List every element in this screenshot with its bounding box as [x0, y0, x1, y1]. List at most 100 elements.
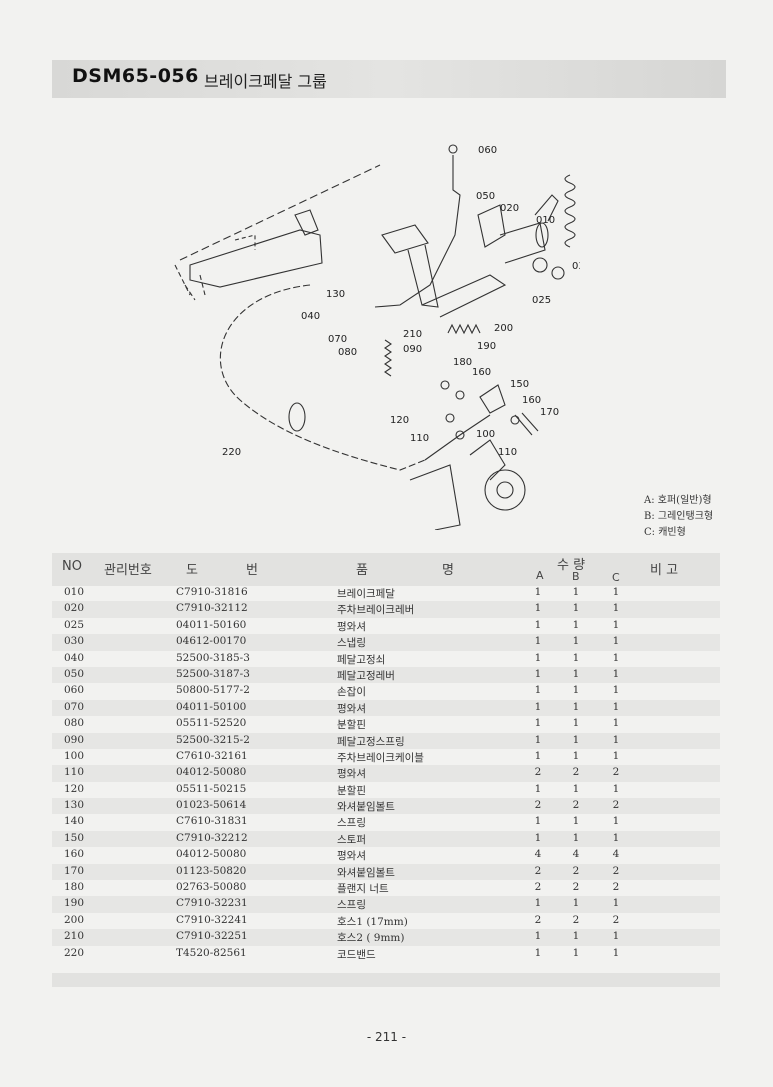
callout-130: 130	[326, 289, 345, 300]
row-no: 130	[64, 799, 85, 812]
row-part-name: 평와셔	[337, 620, 366, 633]
row-part-number: 05511-52520	[176, 717, 247, 730]
row-qty-c: 2	[612, 881, 620, 894]
row-no: 080	[64, 717, 85, 730]
parts-table-header: NO 관리번호 도 번 품 명 수 량 A B C 비 고	[52, 553, 720, 586]
row-part-name: 분할핀	[337, 719, 366, 732]
row-part-name: 스프링	[337, 817, 366, 830]
header-name-b: 명	[442, 563, 454, 578]
row-qty-b: 1	[572, 586, 580, 598]
row-no: 150	[64, 831, 85, 844]
callout-020: 020	[500, 203, 519, 214]
row-qty-a: 1	[534, 635, 542, 648]
row-qty-c: 1	[612, 815, 620, 828]
row-qty-c: 4	[612, 848, 620, 861]
row-part-number: 50800-5177-2	[176, 684, 250, 697]
row-no: 140	[64, 815, 85, 828]
row-qty-a: 1	[534, 733, 542, 746]
row-qty-a: 2	[534, 864, 542, 877]
row-qty-c: 1	[612, 831, 620, 844]
row-qty-c: 1	[612, 667, 620, 680]
row-part-number: 04012-50080	[176, 766, 247, 779]
row-no: 025	[64, 618, 85, 631]
row-part-name: 호스2 ( 9mm)	[337, 932, 405, 945]
row-part-number: C7910-32241	[176, 913, 248, 926]
row-qty-a: 2	[534, 799, 542, 812]
row-no: 170	[64, 864, 85, 877]
row-qty-b: 4	[572, 848, 580, 861]
row-qty-a: 1	[534, 815, 542, 828]
row-no: 160	[64, 848, 85, 861]
exploded-parts-diagram: 060 140 050 020 010 030 025 130 040 070 …	[174, 144, 580, 530]
row-qty-b: 1	[572, 717, 580, 730]
section-title: 브레이크페달 그룹	[204, 72, 327, 91]
row-qty-c: 1	[612, 700, 620, 713]
row-no: 040	[64, 651, 85, 664]
row-no: 120	[64, 782, 85, 795]
row-no: 030	[64, 635, 85, 648]
legend-a: A: 호퍼(일반)형	[644, 495, 712, 506]
row-part-name: 브레이크페달	[337, 588, 395, 600]
row-part-name: 와셔붙임볼트	[337, 801, 395, 814]
row-qty-c: 2	[612, 799, 620, 812]
callout-150: 150	[510, 379, 529, 390]
callout-110: 110	[410, 433, 429, 444]
row-qty-b: 1	[572, 897, 580, 910]
header-drawing-b: 번	[246, 563, 258, 578]
row-no: 010	[64, 586, 85, 598]
callout-040: 040	[301, 311, 320, 322]
row-qty-a: 1	[534, 782, 542, 795]
row-qty-b: 1	[572, 782, 580, 795]
row-part-number: 04612-00170	[176, 635, 247, 648]
row-qty-a: 1	[534, 749, 542, 762]
row-qty-b: 1	[572, 602, 580, 615]
row-part-name: 페달고정레버	[337, 669, 395, 682]
row-qty-a: 1	[534, 717, 542, 730]
callout-050: 050	[476, 191, 495, 202]
row-qty-a: 1	[534, 930, 542, 943]
variant-legend: A: 호퍼(일반)형 B: 그레인탱크형 C: 캐빈형	[644, 493, 713, 541]
callout-120: 120	[390, 415, 409, 426]
row-qty-a: 1	[534, 651, 542, 664]
row-qty-a: 1	[534, 602, 542, 615]
callout-200: 200	[494, 323, 513, 334]
row-qty-b: 2	[572, 766, 580, 779]
legend-b: B: 그레인탱크형	[644, 511, 714, 522]
header-qty-c: C	[612, 571, 620, 584]
row-part-name: 스프링	[337, 899, 366, 912]
row-qty-c: 2	[612, 864, 620, 877]
section-code: DSM65-056	[72, 65, 199, 87]
row-qty-c: 1	[612, 749, 620, 762]
row-part-number: C7910-32112	[176, 602, 248, 615]
row-part-number: C7910-31816	[176, 586, 248, 598]
row-part-name: 와셔붙임볼트	[337, 866, 395, 879]
row-qty-b: 1	[572, 700, 580, 713]
callout-100: 100	[476, 429, 495, 440]
row-qty-a: 2	[534, 913, 542, 926]
row-qty-b: 1	[572, 930, 580, 943]
row-qty-a: 1	[534, 831, 542, 844]
callout-030: 030	[572, 261, 580, 272]
row-qty-b: 2	[572, 913, 580, 926]
row-qty-a: 1	[534, 700, 542, 713]
callout-170: 170	[540, 407, 559, 418]
header-qty-a: A	[536, 569, 544, 582]
row-qty-a: 1	[534, 684, 542, 697]
row-no: 110	[64, 766, 85, 779]
row-part-number: 04011-50160	[176, 618, 247, 631]
row-part-number: 04012-50080	[176, 848, 247, 861]
row-qty-a: 1	[534, 586, 542, 598]
row-qty-c: 2	[612, 913, 620, 926]
row-part-name: 페달고정스프링	[337, 735, 405, 748]
